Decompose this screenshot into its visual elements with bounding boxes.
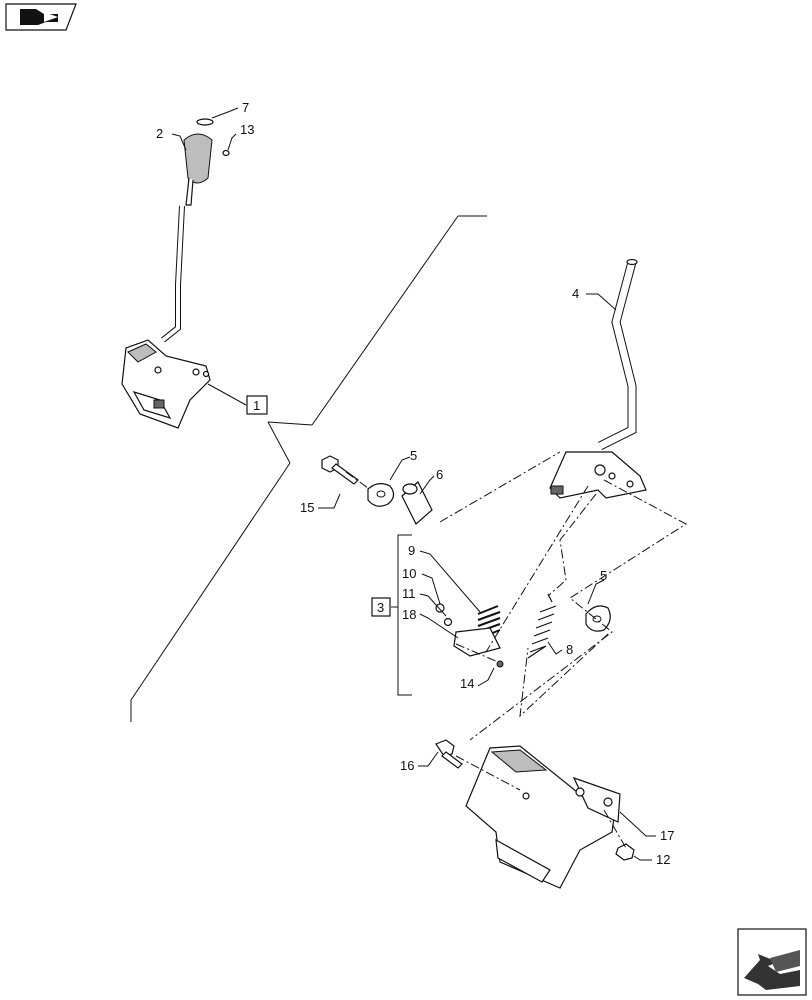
view-divider-lines xyxy=(130,215,487,722)
callout-5-right: 5 xyxy=(600,568,607,583)
assembly-lines xyxy=(345,451,687,849)
leader-lines xyxy=(171,107,656,861)
callout-11: 11 xyxy=(402,586,416,601)
left-lever-assembly xyxy=(121,118,268,429)
callout-4: 4 xyxy=(572,286,579,301)
next-page-arrow-icon[interactable] xyxy=(737,928,807,996)
callout-labels: 7 2 13 4 1 5 6 15 9 10 11 3 18 5 8 14 16… xyxy=(156,100,674,867)
callout-5-top: 5 xyxy=(410,448,417,463)
group-bracket-3 xyxy=(371,534,412,696)
callout-6: 6 xyxy=(436,467,443,482)
detent-spring-set xyxy=(435,603,504,668)
callout-17: 17 xyxy=(660,828,674,843)
lower-bracket-assembly xyxy=(435,739,635,889)
callout-18: 18 xyxy=(402,607,416,622)
tension-spring-and-washer xyxy=(527,593,611,659)
callout-8: 8 xyxy=(566,642,573,657)
callout-16: 16 xyxy=(400,758,414,773)
callout-7: 7 xyxy=(242,100,249,115)
right-lever-assembly xyxy=(549,258,647,499)
callout-10: 10 xyxy=(402,566,416,581)
book-arrow-icon[interactable] xyxy=(5,3,77,31)
callout-14: 14 xyxy=(460,676,474,691)
callout-13: 13 xyxy=(240,122,254,137)
callout-9: 9 xyxy=(408,543,415,558)
bolt-washer-spacer-set xyxy=(321,455,433,525)
callout-2: 2 xyxy=(156,126,163,141)
callout-3: 3 xyxy=(377,600,384,615)
callout-1: 1 xyxy=(253,398,260,413)
callout-12: 12 xyxy=(656,852,670,867)
callout-15: 15 xyxy=(300,500,314,515)
